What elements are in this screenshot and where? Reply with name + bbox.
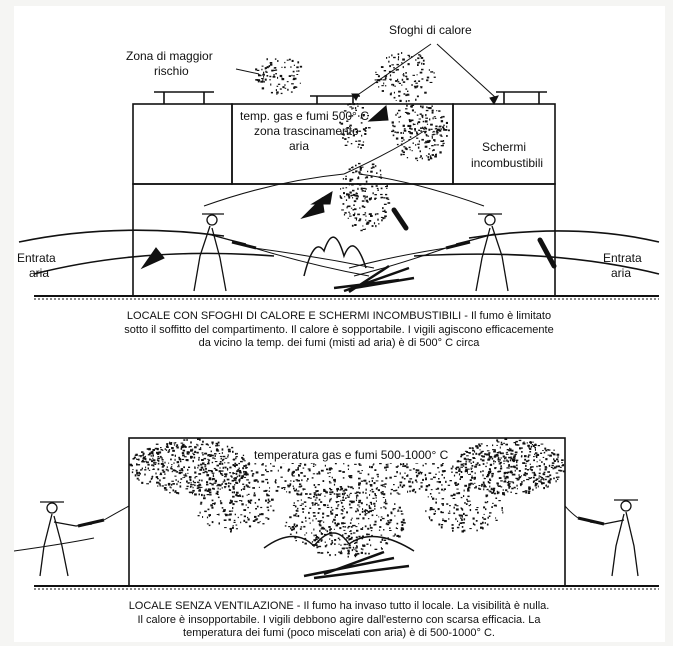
upper-left-block (133, 104, 232, 184)
label-entrata-right-2: aria (611, 266, 631, 280)
screen-mark-right-1 (394, 210, 406, 228)
label-entrata-left-2: aria (29, 266, 49, 280)
label-zona-2: rischio (154, 64, 189, 78)
screen-mark-right-2 (540, 240, 554, 266)
roof-vent-right (496, 92, 547, 104)
diagram-ventilated-room: Sfoghi di calore Zona di maggior rischio… (14, 6, 665, 306)
firefighter-outside-right (565, 500, 638, 576)
air-arrow-left (142, 248, 164, 268)
caption-ventilated: LOCALE CON SFOGHI DI CALORE E SCHERMI IN… (29, 310, 649, 351)
caption-ventilated-line-2: sotto il soffitto del compartimento. Il … (29, 324, 649, 338)
label-temp-3: aria (289, 139, 309, 153)
label-schermi-1: Schermi (482, 140, 526, 154)
label-temp-unventilated: temperatura gas e fumi 500-1000° C (254, 448, 449, 462)
label-sfoghi: Sfoghi di calore (389, 23, 472, 37)
firefighter-outside-left (40, 502, 129, 576)
fire-source-2 (264, 533, 414, 578)
page: Sfoghi di calore Zona di maggior rischio… (14, 6, 665, 642)
caption-unventilated: LOCALE SENZA VENTILAZIONE - Il fumo ha i… (29, 600, 649, 641)
roof-vent-center (310, 96, 360, 104)
label-entrata-right-1: Entrata (603, 251, 642, 265)
caption-ventilated-line-1: LOCALE CON SFOGHI DI CALORE E SCHERMI IN… (29, 310, 649, 324)
caption-ventilated-line-3: da vicino la temp. dei fumi (misti ad ar… (29, 337, 649, 351)
caption-unventilated-line-3: temperatura dei fumi (poco miscelati con… (29, 627, 649, 641)
label-entrata-left-1: Entrata (17, 251, 56, 265)
caption-unventilated-line-1: LOCALE SENZA VENTILAZIONE - Il fumo ha i… (29, 600, 649, 614)
label-schermi-2: incombustibili (471, 156, 543, 170)
firefighter-left (194, 214, 374, 291)
label-temp-2: zona trascinamento (254, 124, 359, 138)
roof-vent-left (154, 92, 214, 104)
caption-unventilated-line-2: Il calore è insopportabile. I vigili deb… (29, 614, 649, 628)
smoke-cloud-upper (255, 52, 450, 231)
label-zona-1: Zona di maggior (126, 49, 213, 63)
smoke-arrow-vent (369, 106, 388, 121)
label-temp-1: temp. gas e fumi 500° C (240, 109, 369, 123)
